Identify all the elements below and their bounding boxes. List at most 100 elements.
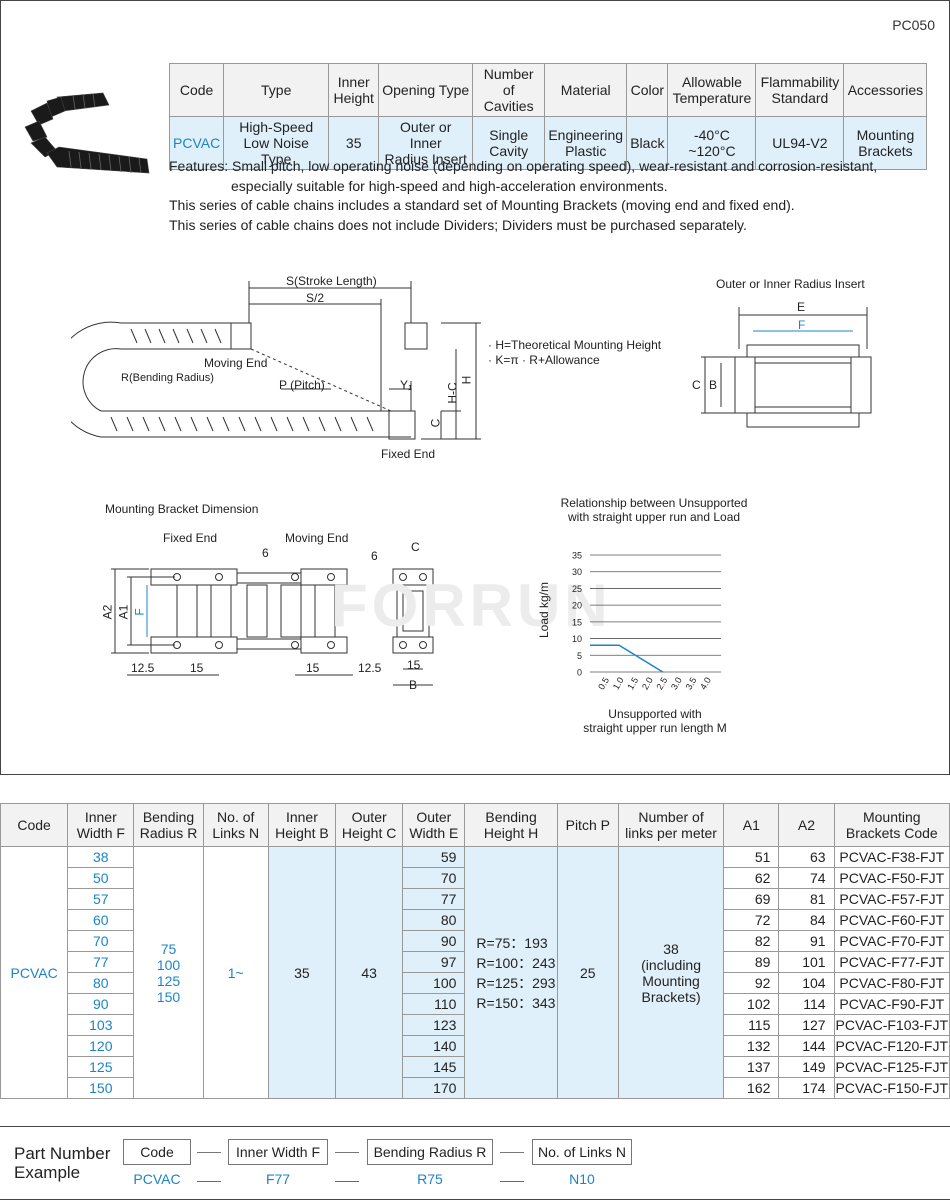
chart-y-tick-label: 30 [572, 567, 582, 577]
a1-cell: 92 [723, 972, 780, 994]
a2-cell: 144 [778, 1035, 835, 1057]
chart-x-tick-label: 2.5 [654, 676, 669, 692]
bracket-code-cell: PCVAC-F120-FJT [833, 1035, 950, 1057]
inner-width-cell: 90 [67, 993, 135, 1015]
main-header-outer-width: Outer Width E [402, 803, 466, 847]
bracket-code-cell: PCVAC-F150-FJT [833, 1077, 950, 1099]
a1-cell: 62 [723, 867, 780, 889]
a1-cell: 102 [723, 993, 780, 1015]
main-header-a1: A1 [723, 803, 780, 847]
cable-chain-photo [24, 92, 150, 174]
pn-dash-3 [500, 1152, 524, 1153]
product-spec-panel: PC050 Code Type Inner Height Opening Typ… [0, 0, 950, 775]
pn-links-box: No. of Links N [532, 1139, 632, 1165]
chart-y-tick-label: 25 [572, 584, 582, 594]
inner-width-cell: 57 [67, 888, 135, 910]
half-stroke-label: S/2 [306, 291, 325, 305]
outer-width-cell: 70 [402, 867, 466, 889]
bracket-f-label: F [132, 608, 147, 616]
pn-bending-radius-value: R75 [417, 1171, 443, 1187]
bending-radius-cell: 75 100 125 150 [133, 846, 204, 1099]
inner-width-cell: 103 [67, 1014, 135, 1036]
part-number-example: Part Number Example Code Inner Width F B… [0, 1126, 950, 1200]
chart-x-tick-label: 1.5 [625, 676, 640, 692]
main-header-inner-height: Inner Height B [267, 803, 337, 847]
bracket-title: Mounting Bracket Dimension [105, 502, 259, 516]
main-header-bracket-code: Mounting Brackets Code [833, 803, 950, 847]
chart-xlabel: Unsupported with straight upper run leng… [583, 707, 727, 735]
outer-width-cell: 59 [402, 846, 466, 868]
h-label: H [459, 375, 474, 385]
main-header-links-per-meter: Number of links per meter [617, 803, 725, 847]
bracket-a1-label: A1 [116, 604, 131, 620]
spec-temperature: -40°C ~120°C [667, 116, 757, 170]
pn-code-box: Code [123, 1139, 191, 1165]
bracket-six-a: 6 [262, 546, 269, 560]
pn-links-value: N10 [569, 1171, 595, 1187]
a2-cell: 81 [778, 888, 835, 910]
a1-cell: 82 [723, 930, 780, 952]
outer-width-cell: 123 [402, 1014, 466, 1036]
main-header-code: Code [0, 803, 69, 847]
chart-y-tick-label: 10 [572, 634, 582, 644]
product-code-label: PC050 [892, 17, 935, 33]
a2-cell: 63 [778, 846, 835, 868]
a1-cell: 115 [723, 1014, 780, 1036]
bending-height-cell: R=75：193 R=100：243 R=125：293 R=150：343 [464, 846, 558, 1099]
main-header-pitch: Pitch P [556, 803, 619, 847]
a2-cell: 74 [778, 867, 835, 889]
bracket-six-b: 6 [371, 549, 378, 563]
features-line-2: especially suitable for high-speed and h… [231, 177, 668, 194]
inner-width-cell: 80 [67, 972, 135, 994]
outer-width-cell: 145 [402, 1056, 466, 1078]
spec-header-flammability: Flammability Standard [755, 63, 845, 117]
a1-cell: 51 [723, 846, 780, 868]
chart-y-tick-label: 0 [577, 668, 582, 678]
bracket-dim-15-b: 15 [306, 661, 320, 675]
links-per-meter-cell: 38 (including Mounting Brackets) [617, 846, 725, 1099]
chain-diagram [71, 281, 481, 440]
inner-width-cell: 38 [67, 846, 135, 868]
pn-dash-1 [197, 1152, 221, 1153]
bracket-code-cell: PCVAC-F103-FJT [833, 1014, 950, 1036]
bracket-code-cell: PCVAC-F90-FJT [833, 993, 950, 1015]
spec-header-opening-type: Opening Type [378, 63, 474, 117]
main-header-outer-height: Outer Height C [335, 803, 404, 847]
main-header-bending-radius: Bending Radius R [133, 803, 204, 847]
outer-width-cell: 170 [402, 1077, 466, 1099]
chart-ylabel: Load kg/m [537, 581, 552, 639]
spec-header-cavities: Number of Cavities [472, 63, 546, 117]
outer-width-cell: 77 [402, 888, 466, 910]
spec-header-code: Code [168, 63, 225, 117]
chart-y-tick-label: 20 [572, 601, 582, 611]
bracket-dim-15-a: 15 [190, 661, 204, 675]
insert-c-label: C [692, 378, 701, 392]
spec-color: Black [626, 116, 669, 170]
insert-f-label: F [798, 318, 806, 332]
outer-height-cell: 43 [335, 846, 404, 1099]
bracket-code-cell: PCVAC-F70-FJT [833, 930, 950, 952]
a2-cell: 114 [778, 993, 835, 1015]
bracket-moving-end-label: Moving End [285, 531, 349, 545]
stroke-length-label: S(Stroke Length) [286, 274, 377, 288]
features-line-1: Features: Small pitch, low operating noi… [169, 158, 878, 174]
spec-header-color: Color [626, 63, 669, 117]
inner-width-cell: 120 [67, 1035, 135, 1057]
pn-code-value: PCVAC [133, 1171, 181, 1187]
insert-diagram [701, 307, 872, 428]
chart-y-tick-label: 15 [572, 617, 582, 627]
a2-cell: 149 [778, 1056, 835, 1078]
chart-x-tick-label: 2.0 [640, 676, 655, 692]
bracket-code-cell: PCVAC-F50-FJT [833, 867, 950, 889]
inner-width-cell: 150 [67, 1077, 135, 1099]
bracket-code-cell: PCVAC-F60-FJT [833, 909, 950, 931]
features-line-3: This series of cable chains includes a s… [169, 197, 795, 213]
a1-cell: 69 [723, 888, 780, 910]
pitch-label: P (Pitch) [279, 378, 325, 392]
